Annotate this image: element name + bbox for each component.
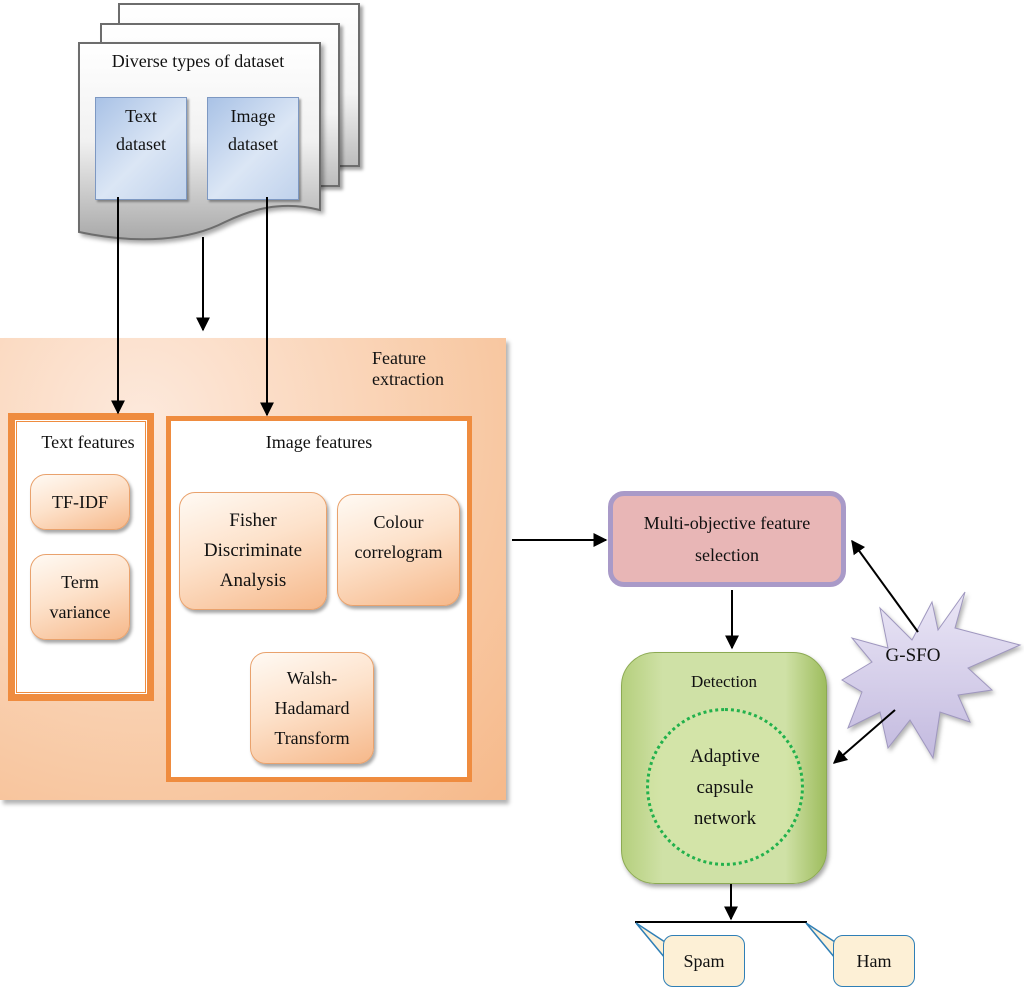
text-features-title: Text features bbox=[41, 432, 135, 452]
arrow-gsfo-to-detection bbox=[832, 709, 896, 764]
colour-correlogram-box[interactable]: Colour correlogram bbox=[337, 494, 460, 606]
text-dataset-label-1: Text bbox=[125, 106, 157, 126]
text-dataset-box[interactable]: Text dataset bbox=[95, 97, 187, 200]
image-dataset-box[interactable]: Image dataset bbox=[207, 97, 299, 200]
ham-label: Ham bbox=[856, 950, 892, 971]
ham-callout-tail bbox=[805, 922, 836, 961]
capsule-network-label: Adaptive capsule network bbox=[690, 745, 760, 829]
dataset-title: Diverse types of dataset bbox=[111, 51, 285, 71]
term-variance-box[interactable]: Term variance bbox=[30, 554, 130, 640]
adaptive-capsule-network[interactable]: Adaptive capsule network bbox=[646, 708, 804, 866]
spam-output-callout[interactable]: Spam bbox=[663, 935, 745, 987]
detection-label: Detection bbox=[690, 672, 758, 691]
gsfo-label: G-SFO bbox=[885, 645, 941, 666]
fisher-discriminate-label: Fisher Discriminate Analysis bbox=[203, 510, 303, 591]
ham-output-callout[interactable]: Ham bbox=[833, 935, 915, 987]
image-dataset-label-1: Image bbox=[230, 106, 276, 126]
arrow-gsfo-to-selection bbox=[851, 539, 919, 633]
colour-correlogram-label: Colour correlogram bbox=[354, 512, 443, 562]
image-features-title: Image features bbox=[265, 432, 373, 452]
fisher-discriminate-box[interactable]: Fisher Discriminate Analysis bbox=[179, 492, 327, 610]
multi-objective-selection-label: Multi-objective feature selection bbox=[643, 513, 811, 565]
spam-callout-tail bbox=[635, 922, 666, 961]
walsh-hadamard-label: Walsh-Hadamard Transform bbox=[274, 668, 350, 748]
tf-idf-box[interactable]: TF-IDF bbox=[30, 474, 130, 530]
term-variance-label: Term variance bbox=[49, 572, 111, 622]
feature-extraction-label: Feature extraction bbox=[372, 348, 444, 389]
multi-objective-selection-box[interactable]: Multi-objective feature selection bbox=[608, 491, 846, 587]
spam-label: Spam bbox=[683, 950, 725, 971]
tf-idf-label: TF-IDF bbox=[51, 492, 108, 512]
walsh-hadamard-box[interactable]: Walsh-Hadamard Transform bbox=[250, 652, 374, 764]
image-dataset-label-2: dataset bbox=[228, 134, 278, 154]
text-dataset-label-2: dataset bbox=[116, 134, 166, 154]
